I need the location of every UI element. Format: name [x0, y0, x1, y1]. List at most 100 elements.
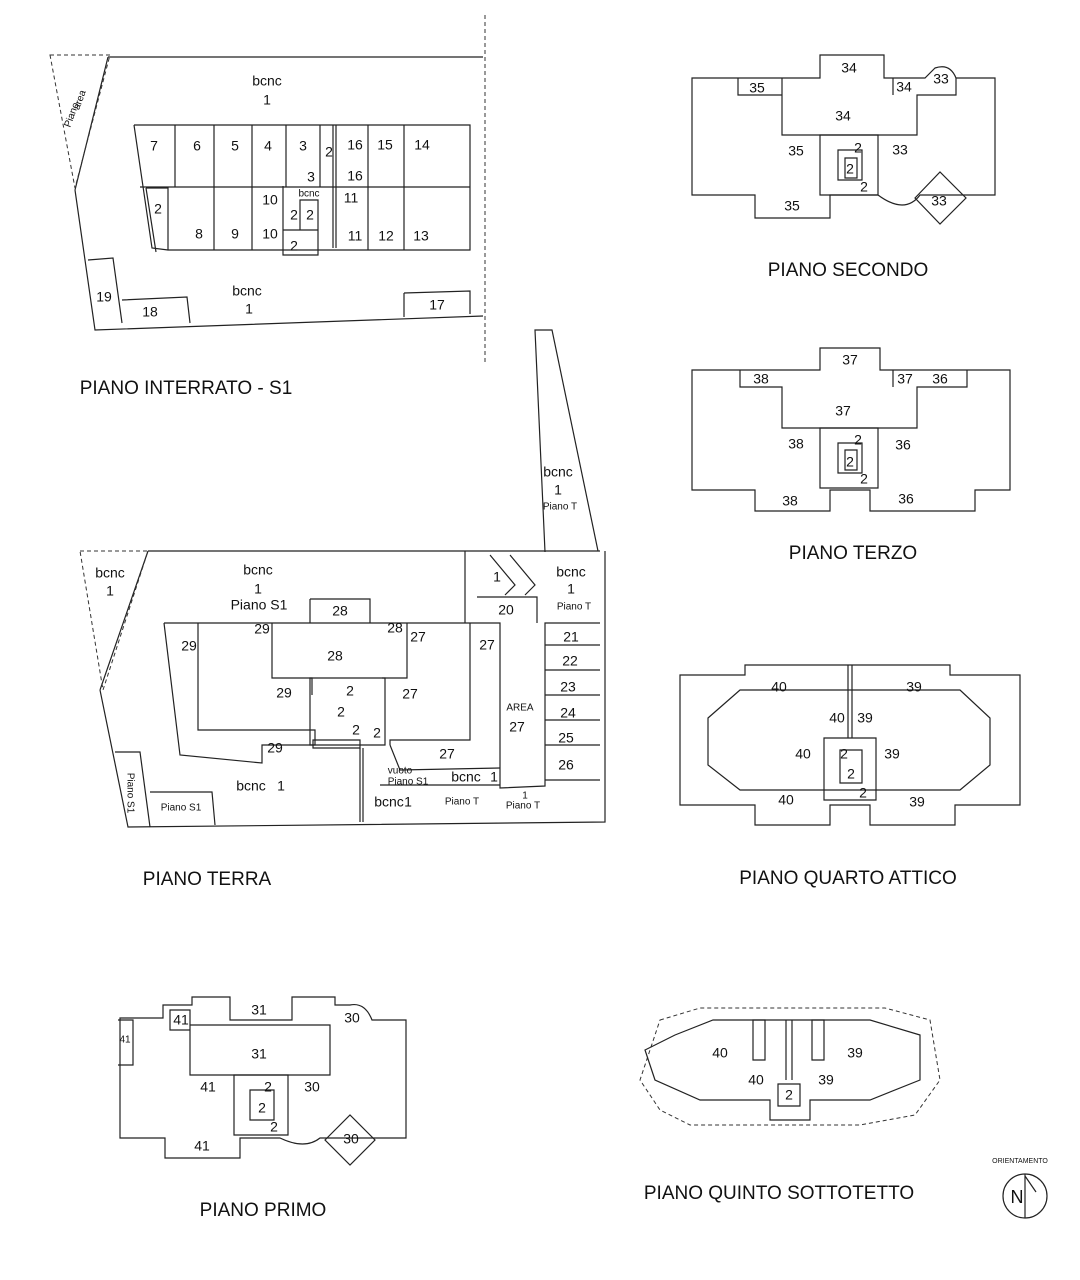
- terra-unit-label: bcnc: [236, 778, 266, 794]
- interrato-unit-label: 8: [195, 226, 203, 242]
- plan-secondo: [691, 54, 996, 225]
- interrato-unit-label: 15: [377, 137, 393, 153]
- terra-unit-label: 1: [554, 482, 562, 498]
- interrato-unit-label: 18: [142, 304, 158, 320]
- terzo-unit-label: 36: [895, 437, 911, 453]
- terzo-unit-label: 38: [782, 493, 798, 509]
- plan-primo: [118, 996, 407, 1166]
- interrato-unit-label: 2: [290, 207, 298, 223]
- terzo-unit-label: 37: [842, 352, 858, 368]
- terra-unit-label: 29: [276, 685, 292, 701]
- interrato-unit-label: 10: [262, 226, 278, 242]
- terra-unit-label: 28: [387, 620, 403, 636]
- interrato-unit-label: 14: [414, 137, 430, 153]
- secondo-unit-label: 34: [841, 60, 857, 76]
- terra-unit-label: AREA: [506, 703, 534, 714]
- terra-unit-label: 23: [560, 679, 576, 695]
- terzo-unit-label: 2: [860, 471, 868, 487]
- interrato-unit-label: bcnc: [298, 189, 319, 200]
- terra-unit-label: 1: [567, 581, 575, 597]
- terra-unit-label: 27: [402, 686, 418, 702]
- terra-unit-label: bcnc: [556, 564, 586, 580]
- plan-terra: [79, 329, 606, 828]
- interrato-unit-label: 5: [231, 138, 239, 154]
- title-secondo: PIANO SECONDO: [768, 260, 928, 281]
- terra-unit-label: Piano S1: [388, 777, 429, 788]
- interrato-unit-label: 10: [262, 192, 278, 208]
- title-terzo: PIANO TERZO: [789, 543, 917, 564]
- terra-unit-label: Piano T: [557, 602, 591, 613]
- quarto-unit-label: 39: [884, 746, 900, 762]
- terra-unit-label: 1: [277, 778, 285, 794]
- terra-unit-label: vuoto: [388, 766, 413, 777]
- terzo-unit-label: 37: [897, 371, 913, 387]
- primo-unit-label: 41: [119, 1035, 131, 1046]
- primo-unit-label: 41: [194, 1138, 210, 1154]
- interrato-unit-label: 3: [299, 138, 307, 154]
- secondo-unit-label: 2: [854, 140, 862, 156]
- primo-unit-label: 30: [344, 1010, 360, 1026]
- terra-unit-label: Piano T: [543, 502, 577, 513]
- quarto-unit-label: 39: [857, 710, 873, 726]
- interrato-unit-label: 9: [231, 226, 239, 242]
- terra-unit-label: 1: [404, 794, 412, 810]
- terra-unit-label: 2: [337, 704, 345, 720]
- north-label: N: [1011, 1187, 1024, 1207]
- quinto-unit-label: 2: [785, 1087, 793, 1103]
- terra-unit-label: Piano S1: [124, 773, 135, 814]
- interrato-unit-label: 2: [154, 201, 162, 217]
- terra-unit-label: 1: [493, 569, 501, 585]
- terra-unit-label: 2: [346, 683, 354, 699]
- secondo-unit-label: 35: [784, 198, 800, 214]
- terra-unit-label: 1: [490, 769, 498, 785]
- interrato-unit-label: 13: [413, 228, 429, 244]
- terzo-unit-label: 38: [753, 371, 769, 387]
- secondo-unit-label: 34: [896, 79, 912, 95]
- interrato-unit-label: 12: [378, 228, 394, 244]
- interrato-unit-label: 2: [325, 144, 333, 160]
- terzo-unit-label: 37: [835, 403, 851, 419]
- terra-unit-label: 27: [509, 719, 525, 735]
- quarto-unit-label: 2: [847, 766, 855, 782]
- terra-unit-label: 1: [106, 583, 114, 599]
- interrato-unit-label: bcnc: [232, 283, 262, 299]
- quinto-unit-label: 39: [818, 1072, 834, 1088]
- primo-unit-label: 30: [343, 1131, 359, 1147]
- title-interrato: PIANO INTERRATO - S1: [80, 378, 293, 399]
- secondo-unit-label: 35: [788, 143, 804, 159]
- interrato-unit-label: 1: [245, 301, 253, 317]
- interrato-unit-label: 4: [264, 138, 272, 154]
- terra-unit-label: bcnc: [451, 769, 481, 785]
- primo-unit-label: 41: [173, 1012, 189, 1028]
- terra-unit-label: 29: [181, 638, 197, 654]
- secondo-unit-label: 33: [931, 193, 947, 209]
- terra-unit-label: 2: [373, 725, 381, 741]
- terzo-unit-label: 38: [788, 436, 804, 452]
- terra-unit-label: 25: [558, 730, 574, 746]
- secondo-unit-label: 33: [933, 71, 949, 87]
- interrato-unit-label: 19: [96, 289, 112, 305]
- title-quinto: PIANO QUINTO SOTTOTETTO: [644, 1183, 914, 1204]
- quarto-unit-label: 39: [909, 794, 925, 810]
- secondo-unit-label: 35: [749, 80, 765, 96]
- quarto-unit-label: 40: [778, 792, 794, 808]
- terra-unit-label: 27: [479, 637, 495, 653]
- terra-unit-label: 21: [563, 629, 579, 645]
- terzo-unit-label: 2: [854, 432, 862, 448]
- interrato-unit-label: 3: [307, 169, 315, 185]
- terra-unit-label: 1: [522, 791, 528, 802]
- terzo-unit-label: 2: [846, 454, 854, 470]
- primo-unit-label: 2: [270, 1119, 278, 1135]
- terra-unit-label: 1: [254, 581, 262, 597]
- title-primo: PIANO PRIMO: [200, 1200, 327, 1221]
- orientation-label: ORIENTAMENTO: [992, 1158, 1048, 1165]
- terra-unit-label: 2: [352, 722, 360, 738]
- secondo-unit-label: 2: [846, 161, 854, 177]
- primo-unit-label: 31: [251, 1002, 267, 1018]
- terra-unit-label: 26: [558, 757, 574, 773]
- title-quarto: PIANO QUARTO ATTICO: [739, 868, 956, 889]
- interrato-unit-label: 11: [348, 228, 363, 244]
- secondo-unit-label: 34: [835, 108, 851, 124]
- terra-unit-label: Piano T: [506, 801, 540, 812]
- secondo-unit-label: 2: [860, 179, 868, 195]
